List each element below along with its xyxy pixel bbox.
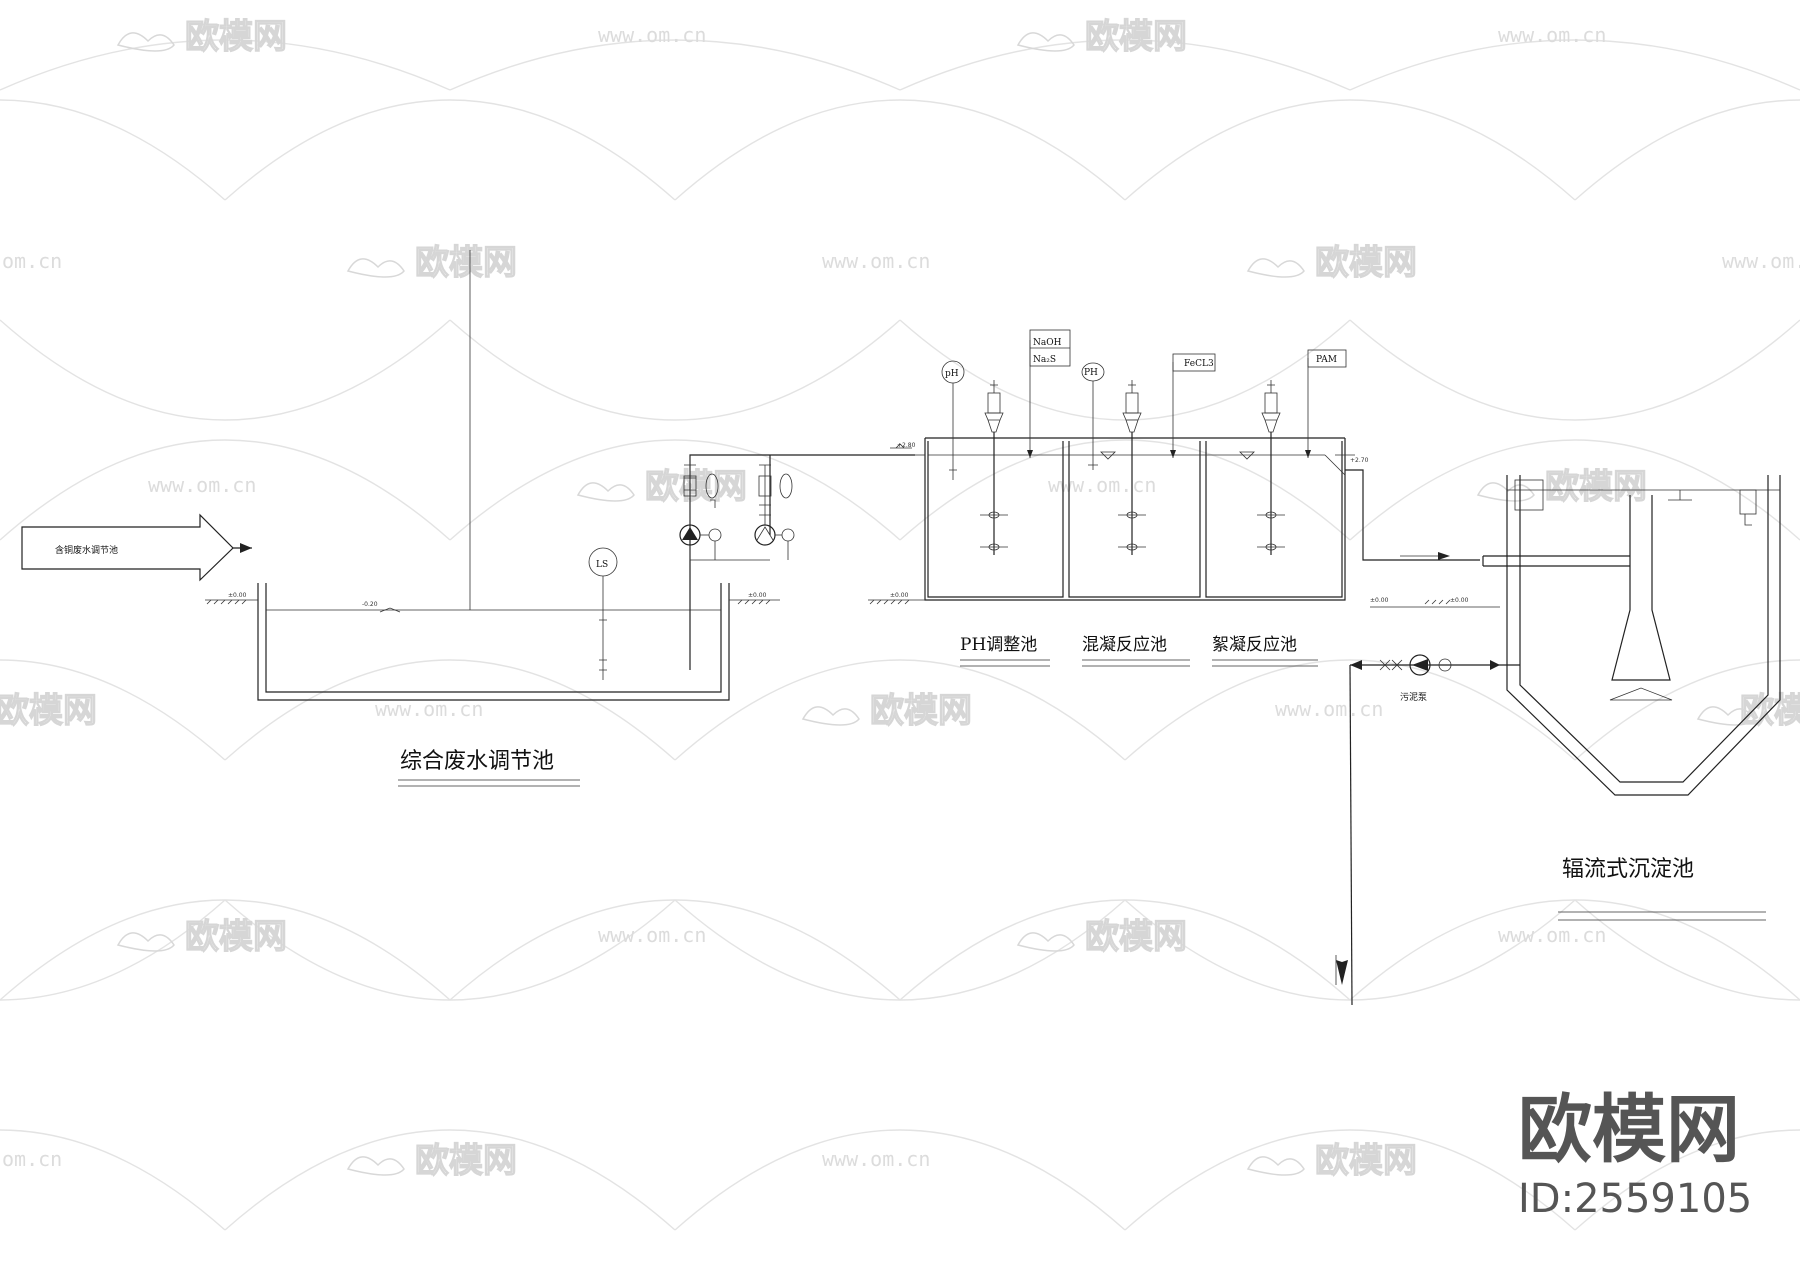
flocculation-tank-title: 絮凝反应池 [1212, 635, 1297, 655]
watermark-brand: 欧模网 [415, 243, 517, 283]
watermark-brand: 欧模网 [185, 17, 287, 57]
motor-icon [1438, 658, 1452, 672]
watermark-url: om.cn [2, 249, 62, 273]
watermark-brand: 欧模网 [1085, 17, 1187, 57]
mixer-2 [1118, 380, 1146, 555]
inlet-arrow: 含铜废水调节池 [21, 513, 252, 582]
sludge-pump-icon [1409, 654, 1431, 676]
chem-label: FeCL3 [1184, 359, 1214, 369]
watermark-url: www.om.cn [1498, 23, 1606, 47]
ph-meter-label: pH [945, 369, 959, 379]
level-marker: -0.20 [362, 601, 378, 608]
watermark-brand: 欧模网 [415, 1141, 517, 1181]
watermark-logos [116, 32, 1755, 1176]
watermark-brand: 欧模网 [185, 917, 287, 957]
watermark-brand: 欧模网 [1315, 1141, 1417, 1181]
level-marker: +2.70 [1350, 457, 1369, 464]
level-marker: +2.80 [897, 442, 916, 449]
ph-tank-title: PH调整池 [960, 635, 1037, 655]
watermark-brand: 欧模网 [0, 691, 97, 731]
chem-label: Na₂S [1033, 355, 1056, 365]
level-marker: ±0.00 [1450, 597, 1469, 604]
gauge-icon [779, 473, 793, 499]
level-marker: ±0.00 [1370, 597, 1389, 604]
watermark-brand: 欧模网 [1315, 243, 1417, 283]
watermark-urls: www.om.cn www.om.cn om.cn www.om.cn www.… [2, 23, 1800, 1171]
watermark-url: www.om.cn [598, 23, 706, 47]
watermark-layer: 欧模网 欧模网 欧模网 欧模网 欧模网 欧模网 欧模网 欧模网 欧模网 欧模网 … [0, 16, 1800, 1231]
watermark-brand: 欧模网 [870, 691, 972, 731]
level-switch-label: LS [596, 560, 608, 570]
valve-icon [683, 475, 697, 497]
watermark-brand: 欧模网 [1545, 467, 1647, 507]
gauge-icon [705, 473, 719, 499]
watermark-url: www.om.cn [598, 923, 706, 947]
mixer-1 [980, 380, 1008, 555]
watermark-url: www.om.cn [375, 697, 483, 721]
logo-id: ID:2559105 [1518, 1176, 1752, 1222]
watermark-url: www.om.cn [1275, 697, 1383, 721]
logo-text: 欧模网 [1518, 1087, 1740, 1173]
reaction-tanks: +2.80 +2.70 ±0.00 [868, 329, 1369, 667]
inlet-arrow-label: 含铜废水调节池 [55, 544, 118, 556]
coagulation-tank-title: 混凝反应池 [1082, 635, 1167, 655]
chem-label: PAM [1316, 355, 1337, 365]
watermark-arcs [0, 39, 1800, 1231]
watermark-url: www.om.cn [1722, 249, 1800, 273]
watermark-brand: 欧模网 [1085, 917, 1187, 957]
sludge-pump-label: 污泥泵 [1400, 691, 1427, 703]
level-marker: ±0.00 [890, 592, 909, 599]
level-marker: ±0.00 [748, 592, 767, 599]
watermark-brand-texts: 欧模网 欧模网 欧模网 欧模网 欧模网 欧模网 欧模网 欧模网 欧模网 欧模网 … [0, 16, 1800, 1181]
equalization-tank: LS ±0.00 ±0.00 -0.20 综合废水调节池 [205, 250, 780, 787]
pump-icon [754, 524, 776, 546]
equalization-tank-title: 综合废水调节池 [400, 749, 554, 774]
ph-meter-label: PH [1084, 368, 1098, 378]
watermark-url: www.om.cn [1498, 923, 1606, 947]
watermark-url: www.om.cn [822, 249, 930, 273]
chem-label: NaOH [1033, 338, 1062, 348]
watermark-url: www.om.cn [822, 1147, 930, 1171]
clarifier-title: 辐流式沉淀池 [1562, 857, 1694, 882]
radial-clarifier [1482, 475, 1781, 796]
brand-logo: 欧模网 ID:2559105 [1518, 1087, 1752, 1222]
transfer-piping: ±0.00 ±0.00 污泥泵 [1335, 469, 1520, 1006]
level-marker: ±0.00 [228, 592, 247, 599]
motor-icon [781, 528, 795, 542]
watermark-url: om.cn [2, 1147, 62, 1171]
watermark-url: www.om.cn [148, 473, 256, 497]
watermark-url: www.om.cn [1048, 473, 1156, 497]
lift-pumps [679, 454, 915, 670]
motor-icon [708, 528, 722, 542]
mixer-3 [1257, 380, 1285, 555]
